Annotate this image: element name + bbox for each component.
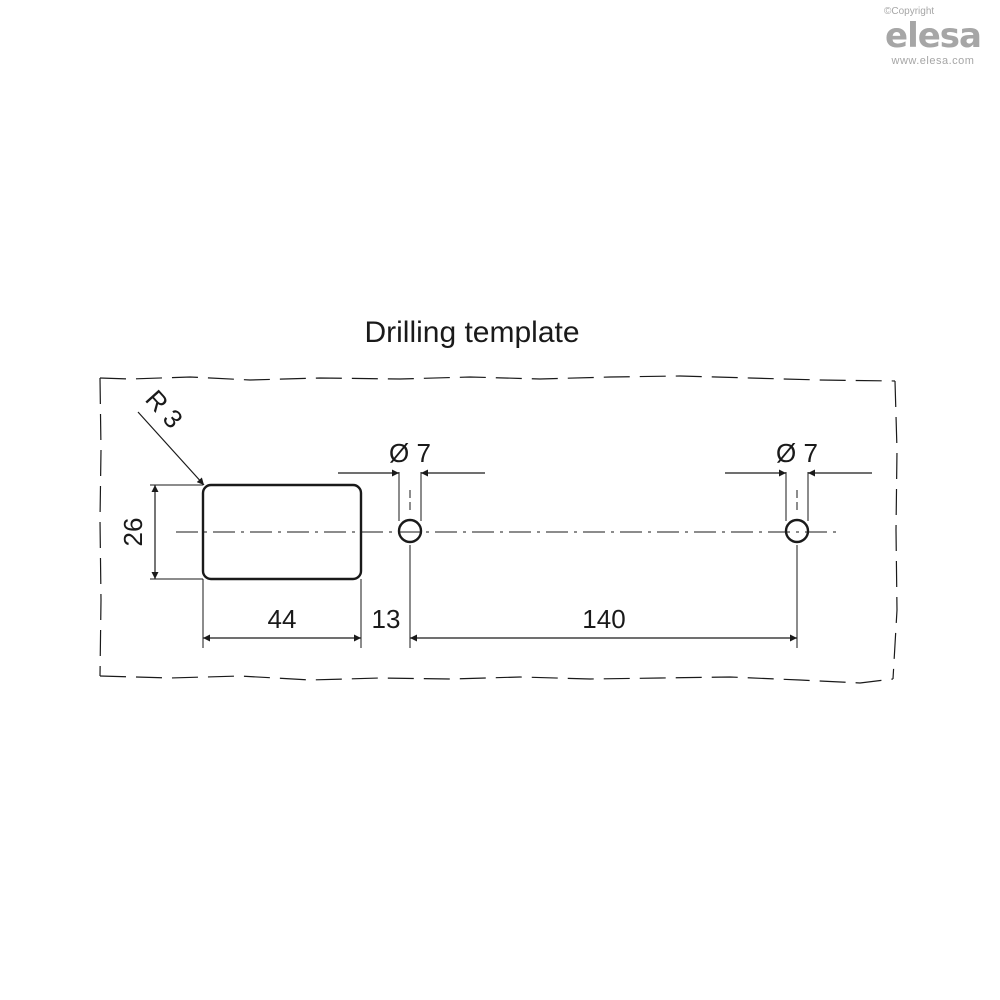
dimension-lines — [137, 411, 872, 642]
gap-label: 13 — [372, 604, 401, 634]
elesa-logo: elesa — [885, 16, 982, 56]
slot-width-label: 44 — [268, 604, 297, 634]
hole-right — [784, 518, 810, 544]
extension-lines — [150, 472, 809, 648]
brand-block: ©Copyright elesa www.elesa.com — [878, 6, 988, 68]
radius-label: R 3 — [140, 384, 189, 434]
hole-left — [397, 518, 423, 544]
hole-right-diameter-label: Ø 7 — [776, 438, 818, 468]
height-label: 26 — [118, 518, 148, 547]
border-left — [99, 377, 102, 677]
hole-left-diameter-label: Ø 7 — [389, 438, 431, 468]
border-bottom — [99, 675, 894, 684]
radius-leader — [137, 411, 205, 486]
border-right — [892, 380, 898, 680]
drawing-title: Drilling template — [364, 316, 579, 349]
rectangular-slot — [201, 483, 363, 581]
hole-spacing-label: 140 — [582, 604, 625, 634]
copyright-text: ©Copyright — [884, 6, 935, 17]
template-border — [99, 375, 898, 684]
website-url: www.elesa.com — [891, 55, 975, 67]
border-top — [99, 375, 896, 382]
